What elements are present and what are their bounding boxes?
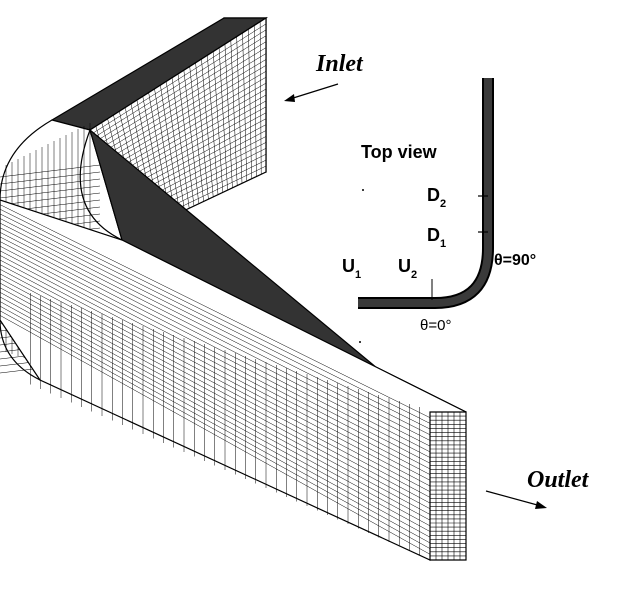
mesh-line	[0, 178, 101, 192]
mesh-line	[0, 264, 431, 492]
mesh-line	[0, 310, 431, 549]
outlet-label: Outlet	[527, 467, 590, 493]
mesh-line	[0, 287, 431, 521]
mesh-line	[0, 227, 431, 447]
u2-label: U2	[398, 256, 417, 281]
mesh-line	[99, 65, 267, 165]
mesh-line	[0, 315, 431, 555]
mesh-line	[0, 292, 431, 527]
mesh-line	[0, 301, 431, 538]
outlet-arrow	[485, 490, 542, 507]
mesh-line	[0, 192, 101, 206]
mesh-line	[0, 282, 431, 515]
mesh-line	[0, 218, 431, 435]
outlet-annotation: Outlet	[485, 467, 590, 509]
inlet-arrowhead	[284, 94, 295, 102]
mesh-line	[0, 269, 431, 498]
inlet-arrow	[289, 83, 339, 100]
mesh-line	[94, 41, 267, 148]
speck	[362, 189, 364, 191]
inlet-label: Inlet	[315, 51, 364, 77]
speck	[359, 341, 361, 343]
mesh-line	[0, 278, 431, 509]
mesh-line	[0, 185, 101, 199]
mesh-line	[0, 273, 431, 504]
mesh-line	[0, 171, 101, 185]
u1-label: U1	[342, 256, 361, 281]
theta-90-label: θ=90°	[494, 252, 536, 269]
mesh-line	[103, 82, 267, 177]
mesh-line	[96, 47, 267, 152]
top-view-label: Top view	[361, 142, 438, 162]
mesh-line	[0, 232, 431, 453]
mesh-line	[102, 77, 267, 173]
mesh-line	[91, 23, 267, 135]
mesh-line	[0, 236, 431, 458]
mesh-line	[0, 222, 431, 441]
top-view-channel-inner	[358, 78, 492, 307]
mesh-line	[98, 59, 267, 160]
mesh-line	[92, 29, 267, 139]
outlet-arrowhead	[535, 501, 547, 509]
mesh-line	[100, 71, 267, 169]
top-view-channel	[358, 78, 494, 309]
d2-label: D2	[427, 185, 446, 210]
mesh-line	[0, 213, 431, 430]
mesh-line	[0, 250, 431, 475]
mesh-line	[93, 35, 267, 143]
mesh-line	[0, 241, 431, 464]
theta-0-label: θ=0°	[420, 317, 451, 334]
mesh-line	[0, 204, 431, 418]
meshed-bend-channel	[0, 16, 467, 561]
mesh-line	[0, 209, 431, 424]
mesh-line	[0, 164, 101, 178]
d1-label: D1	[427, 225, 446, 250]
mesh-line	[0, 255, 431, 481]
mesh-line	[0, 305, 431, 544]
inlet-annotation: Inlet	[284, 51, 364, 102]
mesh-line	[0, 245, 431, 470]
mesh-line	[0, 259, 431, 487]
top-view-inset: Top view D2 D1 U1 U2 θ=90° θ=0°	[342, 78, 536, 334]
mesh-line	[97, 53, 267, 156]
mesh-line	[0, 296, 431, 532]
